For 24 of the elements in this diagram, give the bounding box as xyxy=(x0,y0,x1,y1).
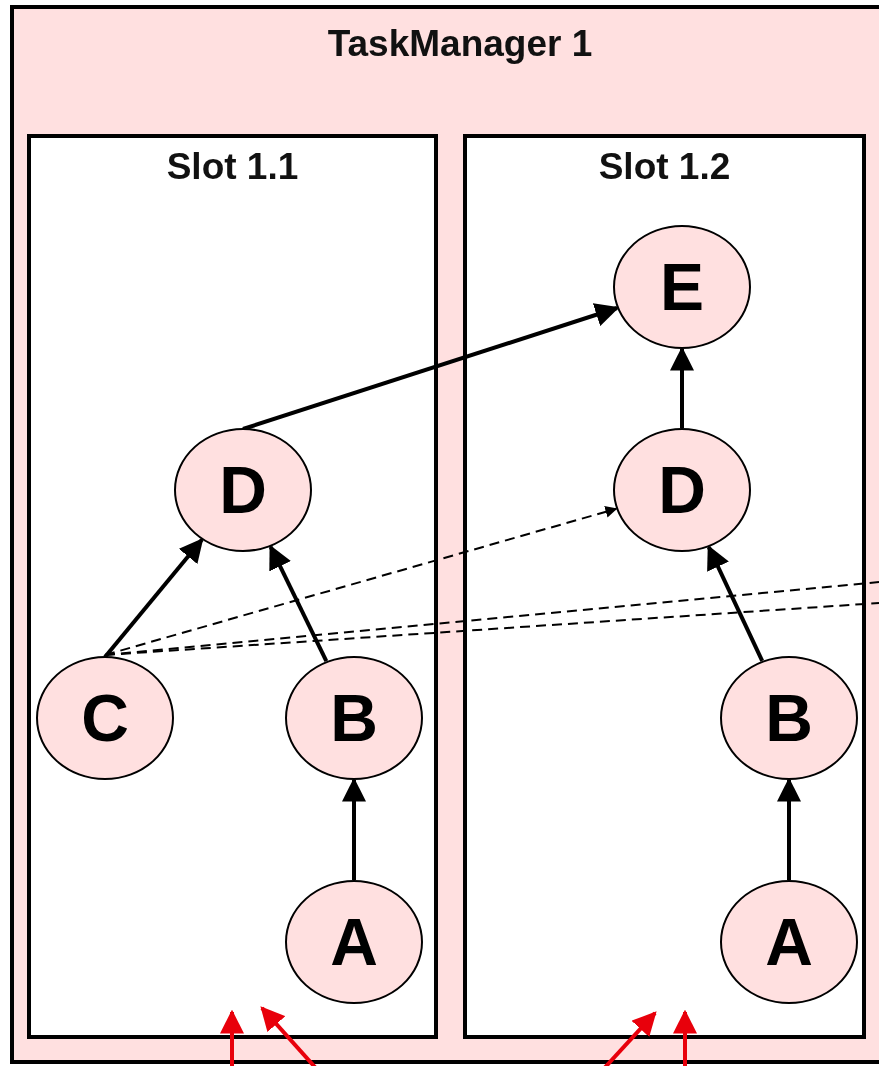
task-label: D xyxy=(658,457,706,523)
container-title: Slot 1.2 xyxy=(597,146,732,188)
task-label: A xyxy=(765,909,813,975)
task-label: B xyxy=(765,685,813,751)
arrow xyxy=(670,346,694,428)
task-label: A xyxy=(330,909,378,975)
arrow xyxy=(777,777,801,880)
arrow xyxy=(242,303,620,431)
arrow xyxy=(268,544,329,663)
arrow xyxy=(220,1009,244,1066)
slot-box xyxy=(463,134,866,1039)
slot-box xyxy=(27,134,438,1039)
task-label: E xyxy=(660,254,704,320)
arrow xyxy=(103,537,204,659)
task-label: D xyxy=(219,457,267,523)
dashed-arrow xyxy=(104,506,618,656)
taskmanager-box xyxy=(10,5,879,1064)
container-title: Slot 1.1 xyxy=(165,146,300,188)
container-title: TaskManager 1 xyxy=(326,23,594,65)
arrow xyxy=(707,544,764,662)
arrow xyxy=(342,777,366,880)
task-label: B xyxy=(330,685,378,751)
task-label: C xyxy=(81,685,129,751)
arrow xyxy=(673,1009,697,1066)
